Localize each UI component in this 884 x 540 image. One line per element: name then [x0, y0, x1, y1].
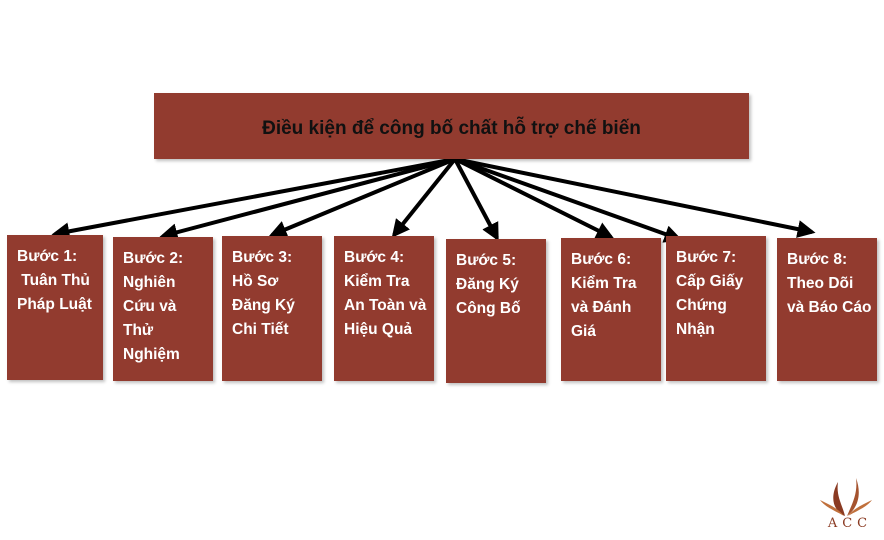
step-text: Kiểm Tra và Đánh Giá — [571, 275, 637, 340]
step-text: Đăng Ký Công Bố — [456, 276, 521, 317]
step-box-1: Bước 1: Tuân Thủ Pháp Luật — [7, 235, 103, 380]
step-box-3: Bước 3: Hồ Sơ Đăng Ký Chi Tiết — [222, 236, 322, 381]
step-box-5: Bước 5: Đăng Ký Công Bố — [446, 239, 546, 383]
step-text: Theo Dõi và Báo Cáo — [787, 275, 872, 316]
step-label: Bước 3: — [232, 249, 293, 266]
step-label: Bước 7: — [676, 249, 737, 266]
step-label: Bước 8: — [787, 251, 848, 268]
arrow-to-step-6 — [454, 157, 615, 239]
arrow-to-step-3 — [268, 157, 456, 238]
logo-text: ACC — [827, 516, 873, 531]
step-text: Nghiên Cứu và Thử Nghiệm — [123, 274, 180, 363]
flame-leaf-logo-icon — [820, 478, 872, 516]
arrow-to-step-7 — [454, 157, 683, 243]
arrow-to-step-5 — [453, 158, 499, 242]
step-label: Bước 6: — [571, 251, 632, 268]
step-text: Tuân Thủ Pháp Luật — [17, 272, 92, 313]
step-box-4: Bước 4: Kiểm Tra An Toàn và Hiệu Quả — [334, 236, 434, 381]
arrow-to-step-1 — [51, 157, 456, 241]
step-box-2: Bước 2: Nghiên Cứu và Thử Nghiệm — [113, 237, 213, 381]
step-label: Bước 4: — [344, 249, 405, 266]
step-text: Hồ Sơ Đăng Ký Chi Tiết — [232, 273, 295, 338]
step-box-8: Bước 8: Theo Dõi và Báo Cáo — [777, 238, 877, 381]
step-label: Bước 1: — [17, 248, 78, 265]
arrow-to-step-4 — [391, 157, 457, 238]
step-label: Bước 2: — [123, 250, 184, 267]
step-box-6: Bước 6: Kiểm Tra và Đánh Giá — [561, 238, 661, 381]
step-text: Cấp Giấy Chứng Nhận — [676, 273, 744, 338]
step-label: Bước 5: — [456, 252, 517, 269]
diagram-title: Điều kiện để công bố chất hỗ trợ chế biế… — [262, 118, 641, 139]
arrow-to-step-8 — [454, 157, 816, 238]
step-box-7: Bước 7: Cấp Giấy Chứng Nhận — [666, 236, 766, 381]
arrow-to-step-2 — [159, 157, 456, 242]
step-text: Kiểm Tra An Toàn và Hiệu Quả — [344, 273, 427, 338]
root-node: Điều kiện để công bố chất hỗ trợ chế biế… — [154, 93, 749, 159]
